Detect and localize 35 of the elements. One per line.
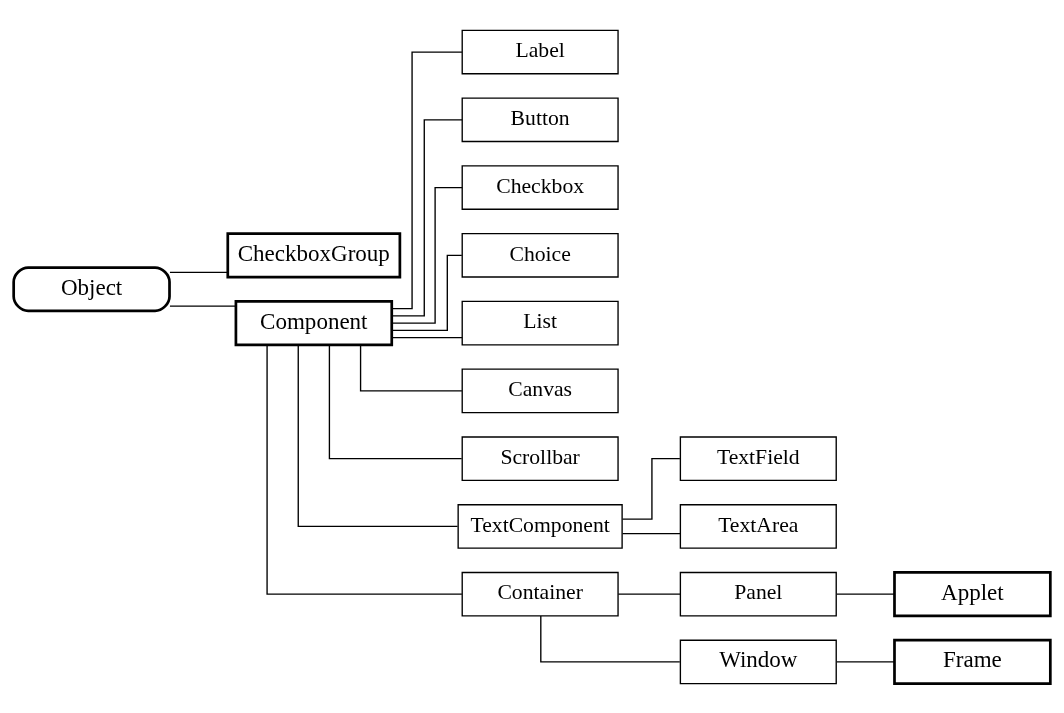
node-box: Choice [461, 232, 619, 278]
connector [297, 343, 459, 527]
connector [391, 118, 463, 317]
node-box: Label [461, 29, 619, 74]
node-box: Button [461, 97, 619, 142]
connector [328, 343, 463, 459]
node-box: Container [461, 571, 619, 616]
connector [391, 186, 463, 324]
node-box: Scrollbar [461, 435, 619, 481]
node-box: TextComponent [457, 503, 623, 549]
node-box: Frame [893, 638, 1052, 685]
connector [391, 50, 463, 309]
connector [540, 614, 681, 663]
connector [836, 660, 895, 663]
connector [266, 343, 463, 595]
node-box: Panel [679, 571, 837, 616]
connector [359, 343, 463, 392]
connector [836, 592, 895, 595]
connector [391, 336, 463, 338]
connector [169, 271, 229, 273]
connector [391, 254, 463, 331]
connector [169, 305, 237, 307]
node-box: Canvas [461, 368, 619, 413]
connector [621, 532, 681, 534]
node-box: Component [234, 299, 394, 346]
node-box: TextArea [679, 503, 837, 549]
node-box: List [461, 300, 619, 345]
node-box: TextField [679, 435, 837, 481]
node-box: Object [12, 265, 171, 312]
node-box: Checkbox [461, 164, 619, 210]
node-box: Applet [893, 570, 1052, 617]
connector [617, 592, 681, 595]
node-box: CheckboxGroup [226, 231, 402, 278]
connector [621, 457, 681, 520]
node-box: Window [679, 639, 837, 684]
